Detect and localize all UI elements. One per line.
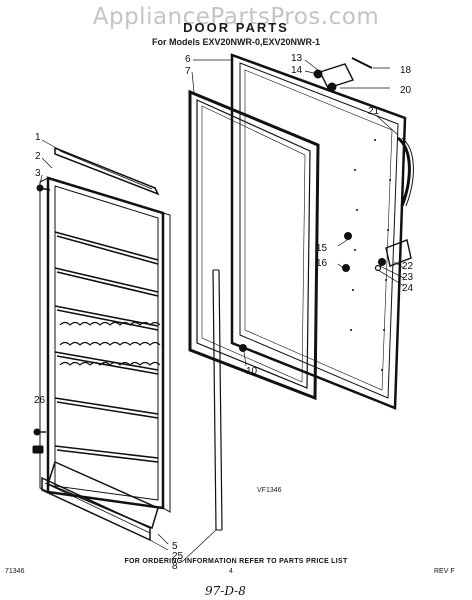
watermark: AppliancePartsPros.com xyxy=(92,4,380,30)
callout-13: 13 xyxy=(291,53,303,64)
page-number: 4 xyxy=(229,568,233,575)
door-handle xyxy=(396,136,414,207)
kick-plate xyxy=(41,460,159,542)
page-subtitle: For Models EXV20NWR-0,EXV20NWR-1 xyxy=(151,37,321,47)
leader-lines xyxy=(39,59,405,563)
callout-20: 20 xyxy=(400,85,412,96)
top-trim-strip xyxy=(54,146,160,196)
page-title: DOOR PARTS xyxy=(183,20,289,35)
callout-24: 24 xyxy=(402,283,414,294)
bottom-hinge-assembly xyxy=(239,232,412,352)
callout-1: 1 xyxy=(35,132,41,143)
outer-door-panel xyxy=(230,53,407,410)
callout-23: 23 xyxy=(402,272,414,283)
drawing-code: VF1346 xyxy=(257,487,282,494)
revision-label: REV F xyxy=(434,568,455,575)
page-part-number: 71346 xyxy=(5,568,25,575)
callout-14: 14 xyxy=(291,65,303,76)
top-hinge-assembly xyxy=(313,57,373,92)
screw-26 xyxy=(33,428,46,436)
clip-26 xyxy=(32,445,44,454)
callout-25: 25 xyxy=(172,551,184,562)
door-gasket xyxy=(188,89,320,401)
callout-10: 10 xyxy=(246,366,258,377)
handwritten-note: 97-D-8 xyxy=(205,584,246,598)
ordering-footer: FOR ORDERING INFORMATION REFER TO PARTS … xyxy=(124,558,348,565)
inner-door-liner xyxy=(39,176,171,513)
callout-18: 18 xyxy=(400,65,412,76)
callout-15: 15 xyxy=(316,243,328,254)
callout-2: 2 xyxy=(35,151,41,162)
callout-5: 5 xyxy=(172,541,178,552)
callout-22: 22 xyxy=(402,261,414,272)
callout-7: 7 xyxy=(185,66,191,77)
callout-3: 3 xyxy=(35,168,41,179)
callout-6: 6 xyxy=(185,54,191,65)
vertical-strip xyxy=(212,269,223,531)
screw-3 xyxy=(36,184,51,192)
callout-21: 21 xyxy=(368,106,380,117)
callout-16: 16 xyxy=(316,258,328,269)
callout-26: 26 xyxy=(34,395,46,406)
callout-8: 8 xyxy=(172,561,178,572)
